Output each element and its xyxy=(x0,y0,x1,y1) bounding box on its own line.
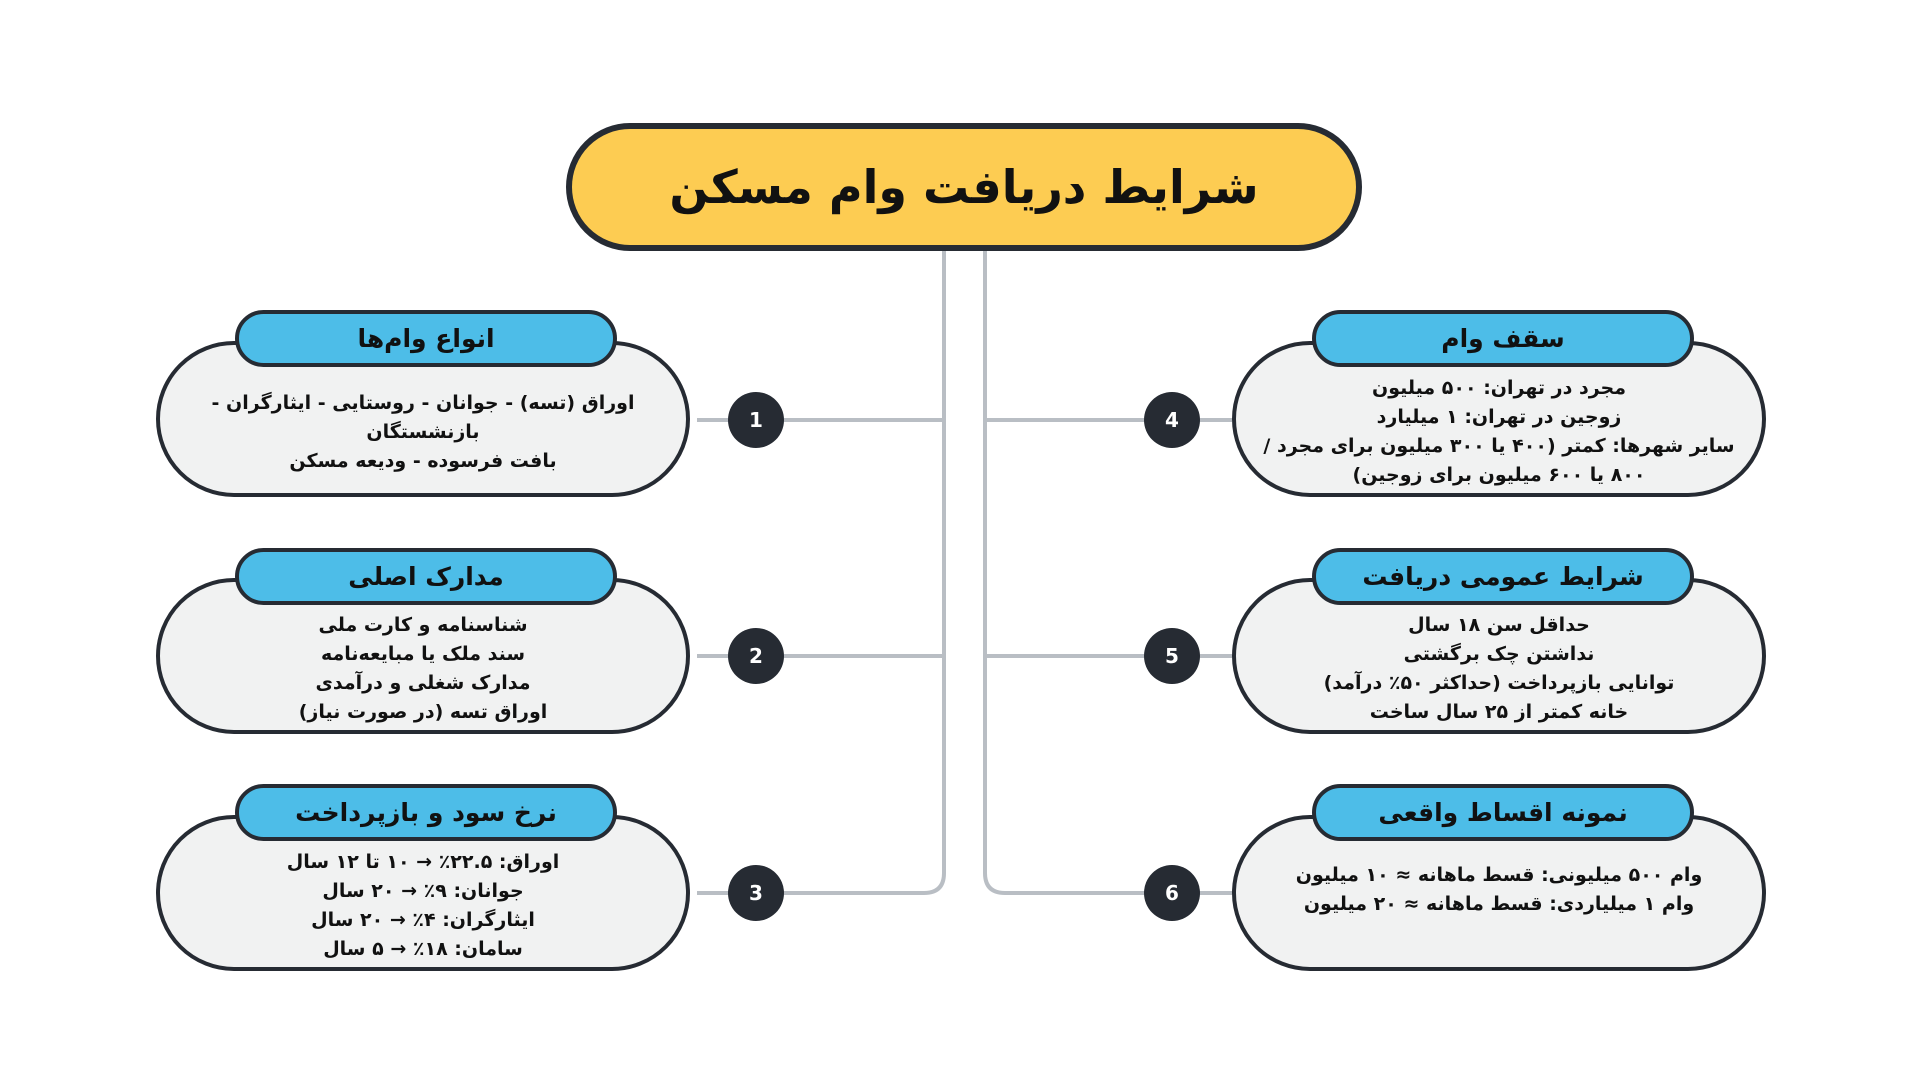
section-line: سامان: ۱۸٪ → ۵ سال xyxy=(323,938,523,960)
section-heading: نمونه اقساط واقعی xyxy=(1312,784,1694,841)
section-heading: انواع وام‌ها xyxy=(235,310,617,367)
section-line: نداشتن چک برگشتی xyxy=(1403,643,1595,665)
section-box-interest-repayment: اوراق: ۲۲.۵٪ → ۱۰ تا ۱۲ سال جوانان: ۹٪ →… xyxy=(156,815,690,971)
step-badge: 3 xyxy=(728,865,784,921)
section-line: حداقل سن ۱۸ سال xyxy=(1408,614,1590,636)
section-box-loan-cap: مجرد در تهران: ۵۰۰ میلیون زوجین در تهران… xyxy=(1232,341,1766,497)
section-line: بافت فرسوده - ودیعه مسکن xyxy=(289,449,557,472)
section-heading: مدارک اصلی xyxy=(235,548,617,605)
section-line: توانایی بازپرداخت (حداکثر ۵۰٪ درآمد) xyxy=(1323,672,1675,694)
step-badge: 5 xyxy=(1144,628,1200,684)
section-heading: نرخ سود و بازپرداخت xyxy=(235,784,617,841)
section-box-installment-examples: وام ۵۰۰ میلیونی: قسط ماهانه ≈ ۱۰ میلیون … xyxy=(1232,815,1766,971)
step-badge: 6 xyxy=(1144,865,1200,921)
step-badge: 2 xyxy=(728,628,784,684)
section-line: مجرد در تهران: ۵۰۰ میلیون xyxy=(1372,377,1626,399)
step-badge: 1 xyxy=(728,392,784,448)
section-line: اوراق تسه (در صورت نیاز) xyxy=(298,701,548,723)
section-line: جوانان: ۹٪ → ۲۰ سال xyxy=(322,880,524,902)
section-line: شناسنامه و کارت ملی xyxy=(318,614,528,636)
section-line: زوجین در تهران: ۱ میلیارد xyxy=(1376,406,1622,428)
section-line: سند ملک یا مبایعه‌نامه xyxy=(320,643,526,665)
trunk-left xyxy=(697,251,946,895)
trunk-right xyxy=(983,251,1232,895)
section-line: اوراق (تسه) - جوانان - روستایی - ایثارگر… xyxy=(211,391,635,443)
section-line: اوراق: ۲۲.۵٪ → ۱۰ تا ۱۲ سال xyxy=(286,851,560,873)
section-line: ایثارگران: ۴٪ → ۲۰ سال xyxy=(311,909,535,931)
section-line: خانه کمتر از ۲۵ سال ساخت xyxy=(1369,701,1629,723)
section-line: ۸۰۰ یا ۶۰۰ میلیون برای زوجین) xyxy=(1352,464,1646,486)
main-title: شرایط دریافت وام مسکن xyxy=(566,123,1362,251)
section-line: سایر شهرها: کمتر (۴۰۰ یا ۳۰۰ میلیون برای… xyxy=(1263,435,1735,457)
section-box-loan-types: اوراق (تسه) - جوانان - روستایی - ایثارگر… xyxy=(156,341,690,497)
section-line: وام ۵۰۰ میلیونی: قسط ماهانه ≈ ۱۰ میلیون xyxy=(1295,864,1703,886)
section-heading: شرایط عمومی دریافت xyxy=(1312,548,1694,605)
section-heading: سقف وام xyxy=(1312,310,1694,367)
section-line: مدارک شغلی و درآمدی xyxy=(315,672,531,694)
step-badge: 4 xyxy=(1144,392,1200,448)
section-line: وام ۱ میلیاردی: قسط ماهانه ≈ ۲۰ میلیون xyxy=(1303,893,1695,915)
section-box-general-conditions: حداقل سن ۱۸ سال نداشتن چک برگشتی توانایی… xyxy=(1232,578,1766,734)
